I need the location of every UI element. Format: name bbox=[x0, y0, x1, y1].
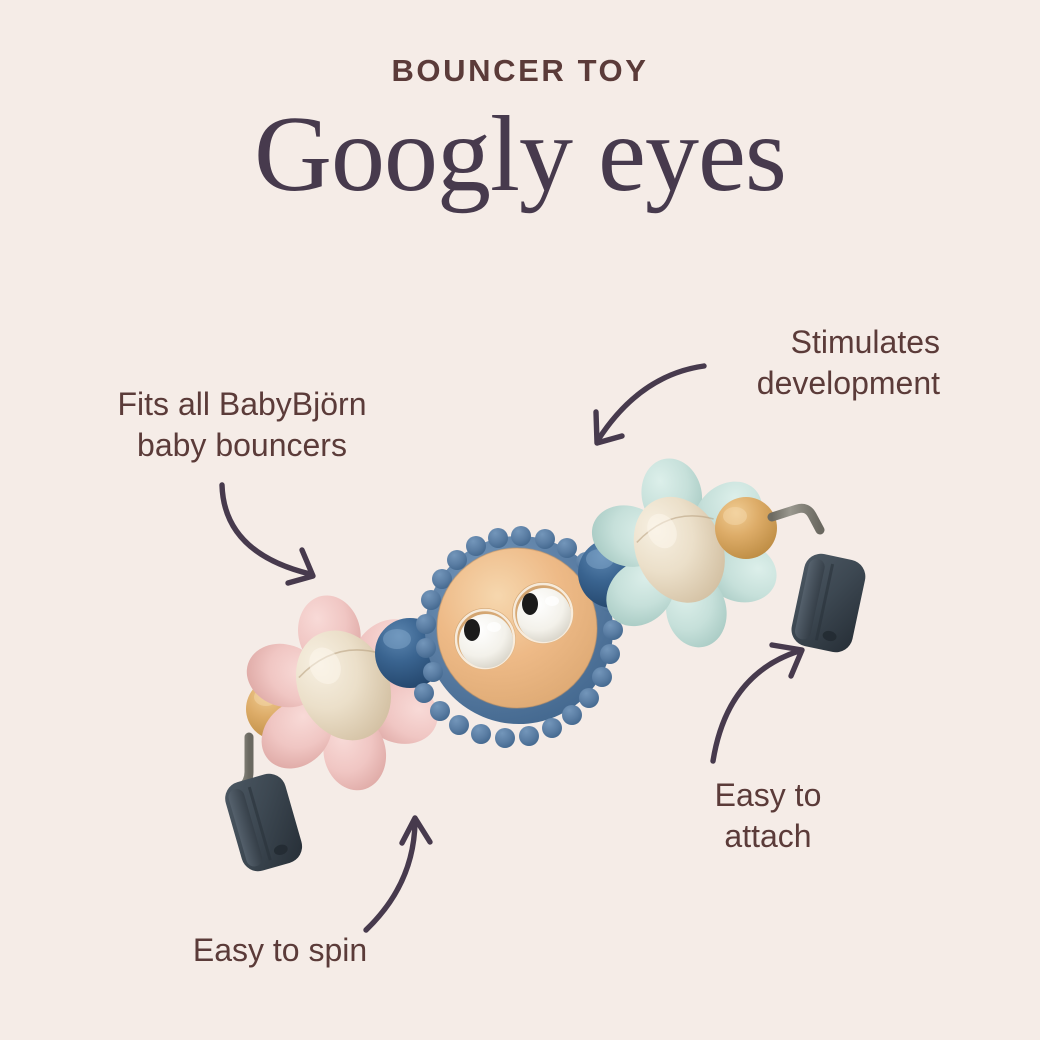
clip-left-group bbox=[225, 732, 303, 872]
clip-left-hole bbox=[273, 844, 288, 855]
eyebrow-text: BOUNCER TOY bbox=[391, 53, 649, 88]
page-title: Googly eyes bbox=[254, 95, 787, 214]
clip-left bbox=[225, 773, 303, 872]
clip-right-hole bbox=[822, 630, 837, 642]
clip-right bbox=[791, 553, 866, 653]
googly-eye-right-pupil bbox=[522, 593, 538, 615]
googly-eye-left bbox=[454, 608, 516, 670]
callout-label-attach: Easy to attach bbox=[714, 777, 822, 854]
clip-left-lip bbox=[228, 788, 263, 867]
callout-label-spin: Easy to spin bbox=[192, 932, 368, 968]
rod-right bbox=[767, 503, 825, 535]
clip-left-groove bbox=[247, 786, 272, 861]
googly-eye-left-pupil bbox=[464, 619, 480, 641]
callout-label-fits: Fits all BabyBjörn baby bouncers bbox=[117, 386, 367, 463]
bead-cream-left bbox=[295, 630, 392, 741]
bead-tan-right bbox=[715, 497, 777, 559]
clip-right-group bbox=[767, 503, 866, 653]
clip-right-lip bbox=[794, 558, 825, 640]
clip-right-groove bbox=[814, 563, 835, 641]
googly-eye-right bbox=[512, 582, 574, 644]
bead-cream-right bbox=[633, 496, 725, 603]
clip-left-body bbox=[225, 773, 303, 872]
callout-label-stimulates: Stimulates development bbox=[756, 324, 940, 401]
